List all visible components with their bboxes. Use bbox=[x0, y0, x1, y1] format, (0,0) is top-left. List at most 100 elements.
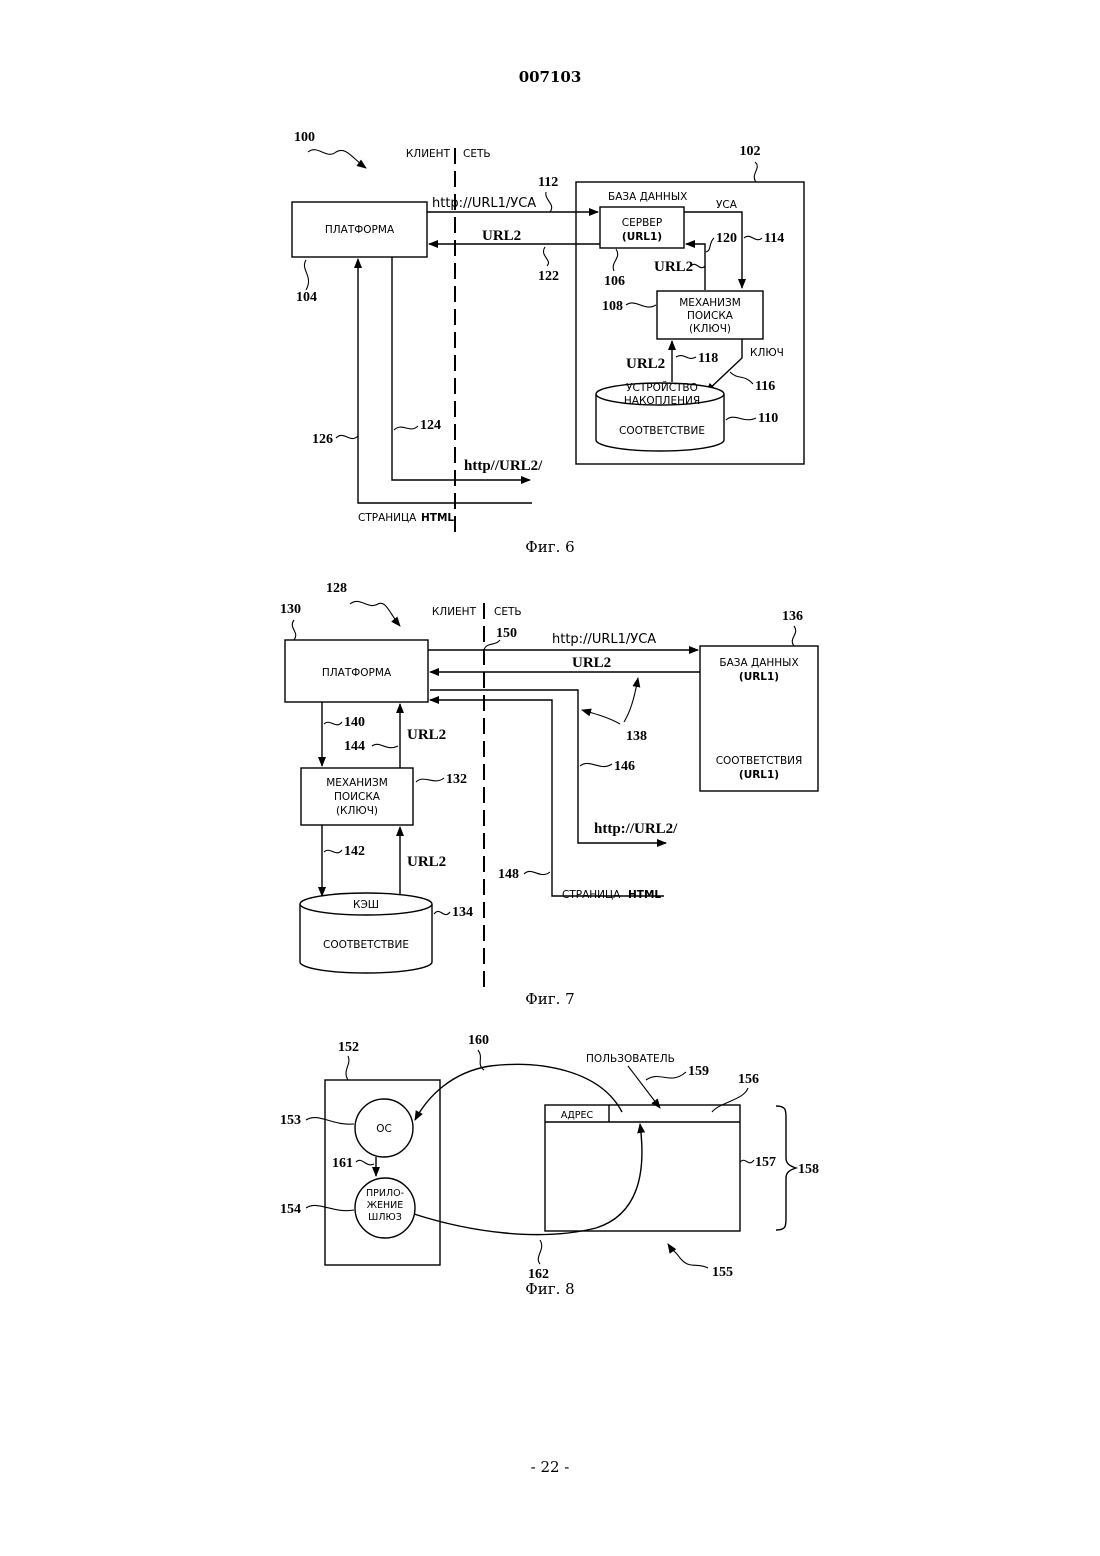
ref-130-leader bbox=[292, 620, 295, 640]
storage-match-label: СООТВЕТСТВИЕ bbox=[619, 425, 705, 437]
ref-134: 134 bbox=[452, 905, 473, 920]
os-label: ОС bbox=[376, 1123, 392, 1135]
storage-label-1: УСТРОЙСТВО bbox=[626, 381, 698, 394]
search-engine-label-3: (КЛЮЧ) bbox=[689, 323, 731, 335]
ref-136: 136 bbox=[782, 609, 803, 624]
ref-142: 142 bbox=[344, 844, 365, 859]
ref-120-leader bbox=[706, 238, 714, 252]
ref-114: 114 bbox=[764, 231, 784, 246]
ref-155: 155 bbox=[712, 1265, 733, 1280]
ref-100-arrow bbox=[308, 150, 366, 168]
ref-122-leader bbox=[543, 247, 548, 266]
gateway-app-label-2: ЖЕНИЕ bbox=[367, 1200, 404, 1211]
ref-110: 110 bbox=[758, 411, 778, 426]
page-number: - 22 - bbox=[531, 1458, 570, 1476]
ref-136-leader bbox=[792, 626, 795, 646]
ref-114-leader bbox=[744, 236, 762, 239]
search-engine-label-7-3: (КЛЮЧ) bbox=[336, 805, 378, 817]
ref-153: 153 bbox=[280, 1113, 301, 1128]
ref-134-leader bbox=[434, 911, 450, 914]
search-engine-label-2: ПОИСКА bbox=[687, 310, 734, 322]
ref-140: 140 bbox=[344, 715, 365, 730]
platform-label: ПЛАТФОРМА bbox=[325, 224, 395, 236]
figure-8: 152 ОС 153 ПРИЛО- ЖЕНИЕ ШЛЮЗ 154 161 АДР… bbox=[280, 1033, 819, 1298]
url2-response-label: URL2 bbox=[482, 228, 521, 244]
ref-158: 158 bbox=[798, 1162, 819, 1177]
ref-150-leader bbox=[484, 640, 500, 650]
request-label-7: http://URL1/УСА bbox=[552, 632, 656, 647]
usa-arrow bbox=[684, 212, 742, 288]
ref-157: 157 bbox=[755, 1155, 776, 1170]
ref-112-leader bbox=[546, 192, 552, 212]
ref-154: 154 bbox=[280, 1202, 301, 1217]
ref-159-leader bbox=[646, 1072, 686, 1080]
url2-up-label-7: URL2 bbox=[407, 727, 446, 743]
cache-label: КЭШ bbox=[353, 899, 379, 911]
figure-6: КЛИЕНТ СЕТЬ 100 ПЛАТФОРМА 104 102 БАЗА Д… bbox=[292, 130, 804, 556]
ref-112: 112 bbox=[538, 175, 558, 190]
ref-148: 148 bbox=[498, 867, 519, 882]
ref-116-leader bbox=[730, 372, 753, 384]
user-pointer-arrow bbox=[628, 1066, 660, 1108]
ref-140-leader bbox=[324, 722, 342, 725]
html-page-html: HTML bbox=[421, 512, 454, 524]
database-url1-label: (URL1) bbox=[739, 671, 779, 683]
address-label: АДРЕС bbox=[561, 1110, 594, 1121]
storage-url2-label: URL2 bbox=[626, 356, 665, 372]
ref-138-arrow-left bbox=[582, 710, 620, 724]
ref-118: 118 bbox=[698, 351, 718, 366]
ref-138-arrow-up bbox=[624, 678, 638, 722]
ref-150: 150 bbox=[496, 626, 517, 641]
ref-132: 132 bbox=[446, 772, 467, 787]
network-label: СЕТЬ bbox=[463, 148, 491, 160]
ref-110-leader bbox=[726, 417, 756, 420]
ref-159: 159 bbox=[688, 1064, 709, 1079]
server-label: СЕРВЕР bbox=[622, 217, 662, 229]
ref-142-leader bbox=[324, 850, 342, 853]
gateway-app-label-1: ПРИЛО- bbox=[366, 1188, 404, 1199]
ref-126: 126 bbox=[312, 432, 333, 447]
user-label: ПОЛЬЗОВАТЕЛЬ bbox=[586, 1053, 675, 1065]
ref-104: 104 bbox=[296, 290, 317, 305]
database-label: БАЗА ДАННЫХ bbox=[608, 191, 687, 203]
ref-118-leader bbox=[676, 356, 696, 359]
url2-request-arrow bbox=[392, 257, 530, 480]
matches-url1-label: (URL1) bbox=[739, 769, 779, 781]
ref-120: 120 bbox=[716, 231, 737, 246]
ref-108-leader bbox=[626, 303, 656, 307]
ref-108: 108 bbox=[602, 299, 623, 314]
ref-122: 122 bbox=[538, 269, 559, 284]
platform-label-7: ПЛАТФОРМА bbox=[322, 667, 392, 679]
ref-152-leader bbox=[346, 1056, 349, 1080]
url2-response-label-7: URL2 bbox=[572, 655, 611, 671]
ref-102-leader bbox=[754, 162, 757, 182]
ref-156: 156 bbox=[738, 1072, 759, 1087]
ref-157-leader bbox=[740, 1160, 754, 1163]
ref-100: 100 bbox=[294, 130, 315, 145]
ref-155-arrow bbox=[668, 1244, 708, 1268]
url2-up-label-7b: URL2 bbox=[407, 854, 446, 870]
ref-146: 146 bbox=[614, 759, 635, 774]
browser-window bbox=[545, 1105, 740, 1231]
request-label: http://URL1/УСА bbox=[432, 196, 536, 211]
ref-132-leader bbox=[416, 778, 444, 782]
ref-152: 152 bbox=[338, 1040, 359, 1055]
url2-request-label-7: http://URL2/ bbox=[594, 821, 678, 837]
matches-label: СООТВЕТСТВИЯ bbox=[716, 755, 803, 767]
url2-internal-label: URL2 bbox=[654, 259, 693, 275]
cache-match-label: СООТВЕТСТВИЕ bbox=[323, 939, 409, 951]
ref-128-arrow bbox=[350, 601, 400, 626]
ref-161: 161 bbox=[332, 1156, 353, 1171]
key-label: КЛЮЧ bbox=[750, 347, 784, 359]
search-engine-label-7-2: ПОИСКА bbox=[334, 791, 381, 803]
document-number: 007103 bbox=[519, 68, 582, 86]
figure-6-caption: Фиг. 6 bbox=[525, 538, 574, 556]
ref-138: 138 bbox=[626, 729, 647, 744]
html-page-label-7: СТРАНИЦА bbox=[562, 889, 621, 901]
ref-144: 144 bbox=[344, 739, 365, 754]
ref-130: 130 bbox=[280, 602, 301, 617]
html-page-html-7: HTML bbox=[628, 889, 661, 901]
figure-7-caption: Фиг. 7 bbox=[525, 990, 574, 1008]
ref-106-leader bbox=[613, 249, 618, 271]
